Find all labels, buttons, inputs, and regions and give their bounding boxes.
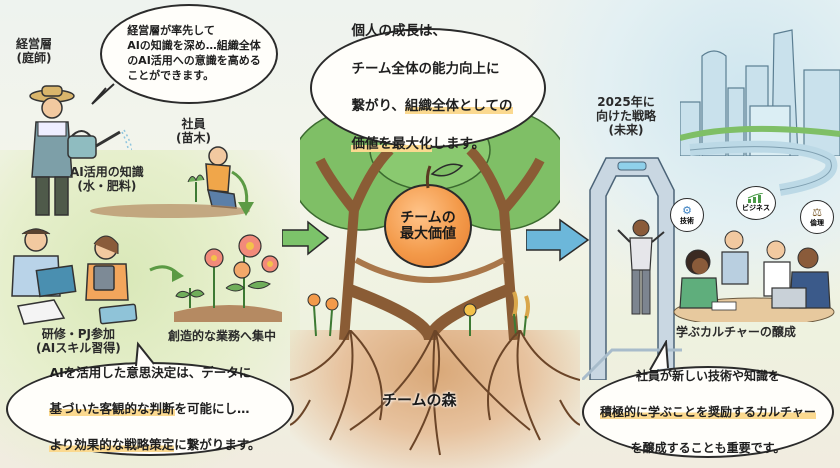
forest-label: チームの森 <box>382 391 457 409</box>
flowers-illustration <box>174 234 282 322</box>
culture-line-1: 社員が新しい技術や知識を <box>635 369 780 383</box>
employee-label: 社員 (苗木) <box>176 117 211 145</box>
apple-illustration: チームの 最大価値 <box>384 184 472 268</box>
training-illustration <box>11 228 138 325</box>
bubble-tail <box>135 341 155 367</box>
decision-highlight-2: より効果的な戦略策定 <box>49 437 175 453</box>
decision-line-3-rest: に繋がります。 <box>174 437 261 453</box>
culture-speech-bubble: 社員が新しい技術や知識を 積極的に学ぶことを奨励するカルチャー を醸成することも… <box>582 366 834 458</box>
team-meeting-illustration <box>673 230 835 322</box>
soil-background <box>290 330 580 468</box>
person-at-portal-illustration <box>617 219 665 315</box>
strategy-label: 2025年に 向けた戦略 (未来) <box>596 95 657 137</box>
blue-arrow-right-icon <box>526 218 590 262</box>
growth-line-3-plain: 繋がり、 <box>351 98 405 115</box>
decision-line-3: より効果的な戦略策定に繋がります。 <box>49 436 261 454</box>
culture-highlight: 積極的に学ぶことを奨励するカルチャー <box>600 405 816 419</box>
bubble-tail <box>91 83 115 105</box>
topic-label-technology: 技術 <box>680 216 694 225</box>
curved-arrow-down-icon <box>231 170 254 216</box>
topic-label-ethics: 倫理 <box>810 218 824 227</box>
growth-line-1: 個人の成長は、 <box>351 22 446 39</box>
training-label: 研修・PJ参加 (AIスキル習得) <box>36 327 121 355</box>
employee-illustration <box>187 146 237 209</box>
decision-line-2-rest: を可能にし… <box>174 400 250 416</box>
scales-icon: ⚖ <box>812 205 822 219</box>
growth-speech-bubble: 個人の成長は、 チーム全体の能力向上に 繋がり、組織全体としての 価値を最大化し… <box>310 23 546 153</box>
culture-line-3: を醸成することも重要です。 <box>630 441 786 455</box>
management-bubble-text: 経営層が率先して AIの知識を深め…組織全体 のAI活用への意識を高める ことが… <box>127 24 261 82</box>
decision-line-2: 基づいた客観的な判断を可能にし… <box>49 400 260 418</box>
decision-bubble-text: AIを活用した意思決定は、データに 基づいた客観的な判断を可能にし… より効果的… <box>49 346 261 468</box>
bubble-tail <box>649 340 669 371</box>
management-label: 経営層 (庭師) <box>16 37 53 65</box>
growth-line-4: 価値を最大化します。 <box>351 135 512 154</box>
growth-line-2: チーム全体の能力向上に <box>351 60 500 77</box>
arrow-right-icon <box>149 265 184 282</box>
decision-line-1: AIを活用した意思決定は、データに <box>49 364 252 380</box>
topic-bubble-ethics: ⚖ 倫理 <box>800 200 834 234</box>
growth-line-3: 繋がり、組織全体としての <box>351 97 513 116</box>
growth-line-4-rest: します。 <box>432 136 486 153</box>
growth-highlight-1: 組織全体としての <box>404 98 513 115</box>
growth-bubble-text: 個人の成長は、 チーム全体の能力向上に 繋がり、組織全体としての 価値を最大化し… <box>351 3 513 173</box>
management-speech-bubble: 経営層が率先して AIの知識を深め…組織全体 のAI活用への意識を高める ことが… <box>100 4 278 104</box>
growth-chart-icon <box>747 193 764 203</box>
gear-icon: ⚙ <box>682 203 692 217</box>
topic-bubble-business: ビジネス <box>736 186 776 220</box>
decision-highlight-1: 基づいた客観的な判断 <box>49 400 175 416</box>
green-arrow-right-icon <box>282 220 330 256</box>
watering-can-icon <box>67 129 132 159</box>
culture-bubble-text: 社員が新しい技術や知識を 積極的に学ぶことを奨励するカルチャー を醸成することも… <box>600 349 816 468</box>
apple-label: チームの 最大価値 <box>400 209 456 242</box>
decision-speech-bubble: AIを活用した意思決定は、データに 基づいた客観的な判断を可能にし… より効果的… <box>6 362 294 456</box>
river-path-illustration <box>689 140 838 196</box>
growth-highlight-2: 価値を最大化 <box>351 136 433 153</box>
ground-plants-illustration <box>307 291 530 337</box>
knowledge-label: AI活用の知識 (水・肥料) <box>70 165 144 193</box>
topic-label-business: ビジネス <box>742 204 770 212</box>
city-skyline-illustration <box>680 29 840 156</box>
roots-illustration <box>290 330 580 456</box>
creative-work-label: 創造的な業務へ集中 <box>168 329 277 343</box>
culture-label: 学ぶカルチャーの醸成 <box>676 325 796 339</box>
gardener-illustration <box>29 85 75 216</box>
apple-leaf-icon <box>425 163 464 189</box>
topic-bubble-technology: ⚙ 技術 <box>670 198 704 232</box>
soil-patch <box>90 204 250 218</box>
